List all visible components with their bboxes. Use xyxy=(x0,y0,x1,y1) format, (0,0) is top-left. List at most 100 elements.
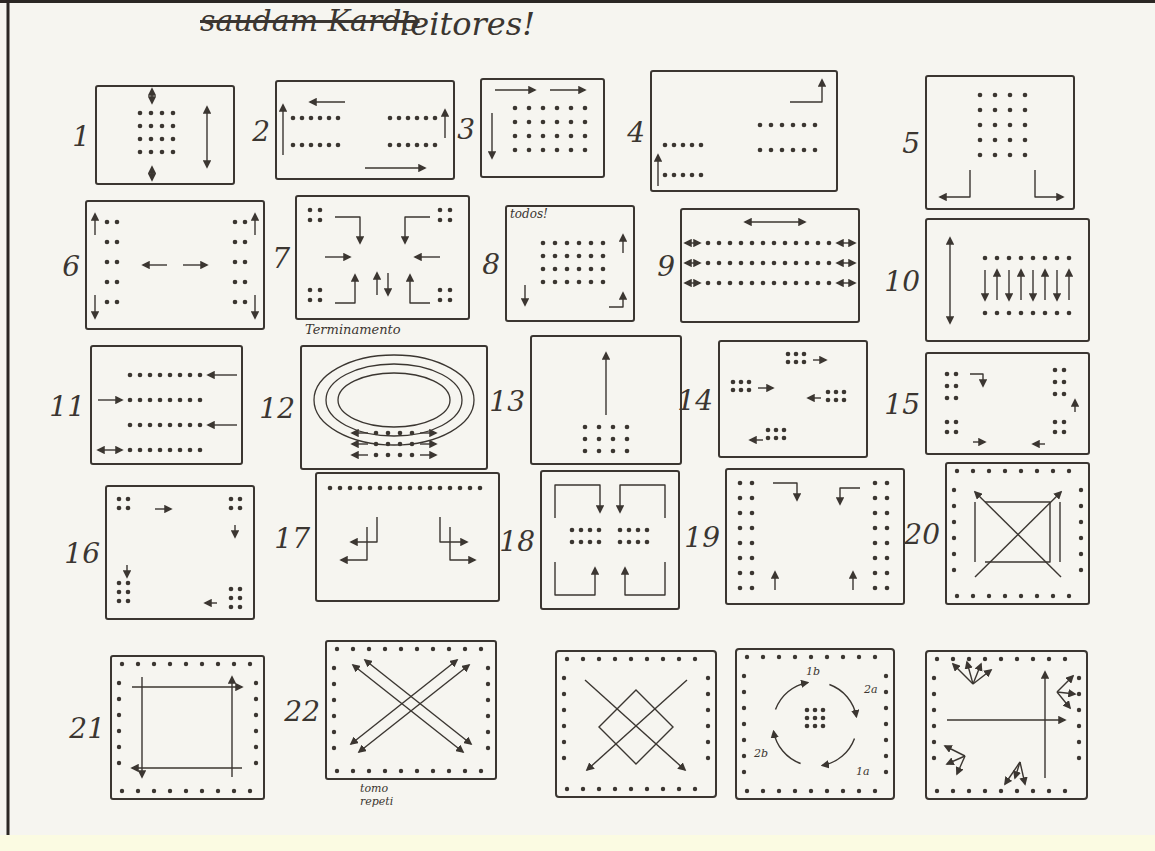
formation-dot xyxy=(486,698,490,702)
formation-dot xyxy=(448,288,453,293)
movement-arrow xyxy=(208,374,237,375)
formation-dot xyxy=(739,380,744,385)
formation-dot xyxy=(873,526,878,531)
formation-dot xyxy=(308,298,313,303)
formation-dot xyxy=(254,745,258,749)
formation-dot xyxy=(1063,657,1067,661)
formation-dot xyxy=(148,423,153,428)
formation-dot xyxy=(351,647,355,651)
movement-arrow xyxy=(996,270,997,300)
formation-dot xyxy=(565,280,570,285)
formation-dot xyxy=(791,148,796,153)
formation-dot xyxy=(408,486,413,491)
panel-number: 5 xyxy=(902,129,920,160)
movement-arrow xyxy=(155,508,171,509)
formation-dot xyxy=(1003,469,1007,473)
formation-panel: 21 xyxy=(110,655,265,800)
formation-dot xyxy=(126,497,131,502)
formation-dot xyxy=(577,254,582,259)
formation-dot xyxy=(884,706,888,710)
formation-dot xyxy=(388,116,393,121)
formation-dot xyxy=(136,789,140,793)
panel-sketch xyxy=(945,368,1075,444)
formation-dot xyxy=(479,647,483,651)
formation-dot xyxy=(233,240,238,245)
movement-arrow xyxy=(1044,270,1045,300)
formation-dot xyxy=(138,423,143,428)
formation-dot xyxy=(148,398,153,403)
movement-arrow xyxy=(822,738,854,765)
movement-arrow xyxy=(335,217,360,243)
formation-dot xyxy=(117,506,122,511)
formation-dot xyxy=(541,254,546,259)
formation-dot xyxy=(955,594,959,598)
formation-dot xyxy=(233,220,238,225)
formation-dot xyxy=(1053,392,1058,397)
formation-dot xyxy=(954,430,959,435)
formation-dot xyxy=(579,528,584,533)
formation-dot xyxy=(327,116,332,121)
formation-dot xyxy=(1023,108,1028,113)
formation-dot xyxy=(553,241,558,246)
formation-dot xyxy=(1019,311,1024,316)
formation-dot xyxy=(152,789,156,793)
formation-dot xyxy=(1079,552,1083,556)
formation-dot xyxy=(1063,789,1067,793)
panel-number: 1 xyxy=(72,122,90,153)
formation-dot xyxy=(932,708,936,712)
movement-arrow xyxy=(1005,762,1020,784)
formation-dot xyxy=(978,93,983,98)
panel-sketch xyxy=(685,222,855,285)
formation-dot xyxy=(233,260,238,265)
formation-dot xyxy=(1079,520,1083,524)
formation-dot xyxy=(993,153,998,158)
formation-dot xyxy=(138,398,143,403)
formation-dot xyxy=(945,420,950,425)
formation-dot xyxy=(351,769,355,773)
formation-dot xyxy=(570,540,575,545)
formation-dot xyxy=(447,647,451,651)
formation-dot xyxy=(952,568,956,572)
formation-dot xyxy=(431,769,435,773)
formation-dot xyxy=(120,662,124,666)
formation-dot xyxy=(1031,311,1036,316)
track-ellipse xyxy=(326,364,462,436)
formation-dot xyxy=(1055,256,1060,261)
formation-dot xyxy=(706,261,711,266)
movement-arrow xyxy=(837,282,855,283)
formation-dot xyxy=(738,526,743,531)
panel-number: 11 xyxy=(49,392,85,423)
movement-arrow xyxy=(852,572,853,590)
formation-dot xyxy=(232,789,236,793)
formation-dot xyxy=(873,556,878,561)
formation-dot xyxy=(243,220,248,225)
formation-dot xyxy=(750,261,755,266)
formation-dot xyxy=(105,240,110,245)
formation-dot xyxy=(115,280,120,285)
formation-dot xyxy=(188,423,193,428)
formation-dot xyxy=(216,662,220,666)
formation-dot xyxy=(827,281,832,286)
formation-dot xyxy=(486,714,490,718)
formation-dot xyxy=(1008,153,1013,158)
formation-panel: 5 xyxy=(925,75,1075,210)
movement-arrow xyxy=(1057,692,1075,694)
panel-sketch xyxy=(283,102,445,168)
formation-dot xyxy=(318,208,323,213)
formation-dot xyxy=(117,581,122,586)
movement-arrow xyxy=(415,256,440,257)
formation-dot xyxy=(1055,311,1060,316)
formation-dot xyxy=(335,769,339,773)
formation-dot xyxy=(117,713,121,717)
formation-dot xyxy=(168,789,172,793)
formation-dot xyxy=(374,453,379,458)
movement-arrow xyxy=(984,270,985,300)
formation-dot xyxy=(750,571,755,576)
formation-dot xyxy=(738,541,743,546)
movement-arrow xyxy=(132,767,242,768)
formation-dot xyxy=(613,657,617,661)
formation-dot xyxy=(184,662,188,666)
formation-dot xyxy=(739,281,744,286)
panel-sketch xyxy=(492,90,587,158)
formation-dot xyxy=(1019,594,1023,598)
